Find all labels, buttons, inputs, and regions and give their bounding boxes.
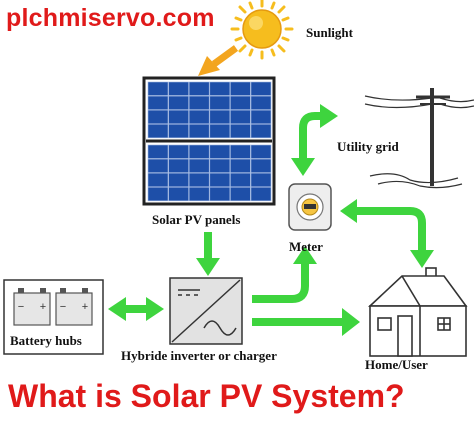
panel-cell [230,95,251,110]
inverter-label: Hybride inverter or charger [121,348,277,363]
panel-cell [147,124,169,139]
panel-cell [250,81,272,96]
panel-cell [188,95,210,110]
panel-cell [209,109,231,124]
battery-inverter-arrow[interactable] [108,297,164,321]
panel-cell [250,95,272,110]
panel-cell [209,144,231,159]
panel-cell [250,187,272,202]
house-icon [367,267,468,357]
panel-cell [209,187,231,202]
panel-cell [147,95,169,110]
panel-cell [209,95,231,110]
panel-cell [147,158,169,173]
site-name: plchmiservo.com [6,4,215,32]
panel-cell [230,124,251,139]
battery-plus-sign-2: + [82,301,88,313]
panel-cell [250,172,272,187]
panel-cell [188,158,210,173]
panel-cell [250,109,272,124]
utility-pole-icon [364,88,474,189]
panel-cell [168,124,189,139]
panel-cell [188,187,210,202]
panel-cell [168,81,189,96]
panel-cell [188,109,210,124]
panel-cell [168,187,189,202]
battery-label: Battery hubs [10,333,82,348]
sun-icon [230,0,294,60]
home-label: Home/User [365,357,428,372]
panel-cell [209,158,231,173]
panel-cell [188,144,210,159]
panel-cell [188,81,210,96]
panel-cell [209,124,231,139]
solar-panel-icon [142,76,276,206]
panel-cell [147,187,169,202]
panel-cell [209,81,231,96]
panel-cell [147,81,169,96]
panel-cell [230,172,251,187]
panel-cell [168,158,189,173]
page-headline: What is Solar PV System? [8,378,405,414]
panel-cell [188,124,210,139]
panel-cell [168,109,189,124]
sunlight-arrow [198,45,239,76]
panel-inverter-arrow[interactable] [196,232,220,276]
panel-cell [230,144,251,159]
panel-cell [230,187,251,202]
panel-cell [230,81,251,96]
panel-cell [230,109,251,124]
sunlight-label: Sunlight [306,25,353,40]
panel-cell [147,109,169,124]
battery-icon: − + − + [3,279,104,355]
battery-plus-sign: + [40,301,46,313]
meter-icon [288,183,332,231]
inverter-icon [169,277,243,345]
panel-cell [230,158,251,173]
panel-cell [168,95,189,110]
panel-cell [147,144,169,159]
panel-cell [168,144,189,159]
battery-minus-sign: − [18,301,24,313]
panel-cell [250,158,272,173]
grid-meter-arrow[interactable] [291,104,338,176]
panel-cell [250,124,272,139]
panel-cell [188,172,210,187]
meter-label: Meter [289,239,323,254]
inverter-home-arrow[interactable] [252,308,360,336]
panel-cell [250,144,272,159]
solar-panels-label: Solar PV panels [152,212,241,227]
meter-home-arrow[interactable] [340,199,434,268]
utility-grid-label: Utility grid [337,139,399,154]
inverter-meter-arrow[interactable] [252,246,317,303]
battery-minus-sign-2: − [60,301,66,313]
panel-cell [209,172,231,187]
panel-cell [168,172,189,187]
panel-cell [147,172,169,187]
